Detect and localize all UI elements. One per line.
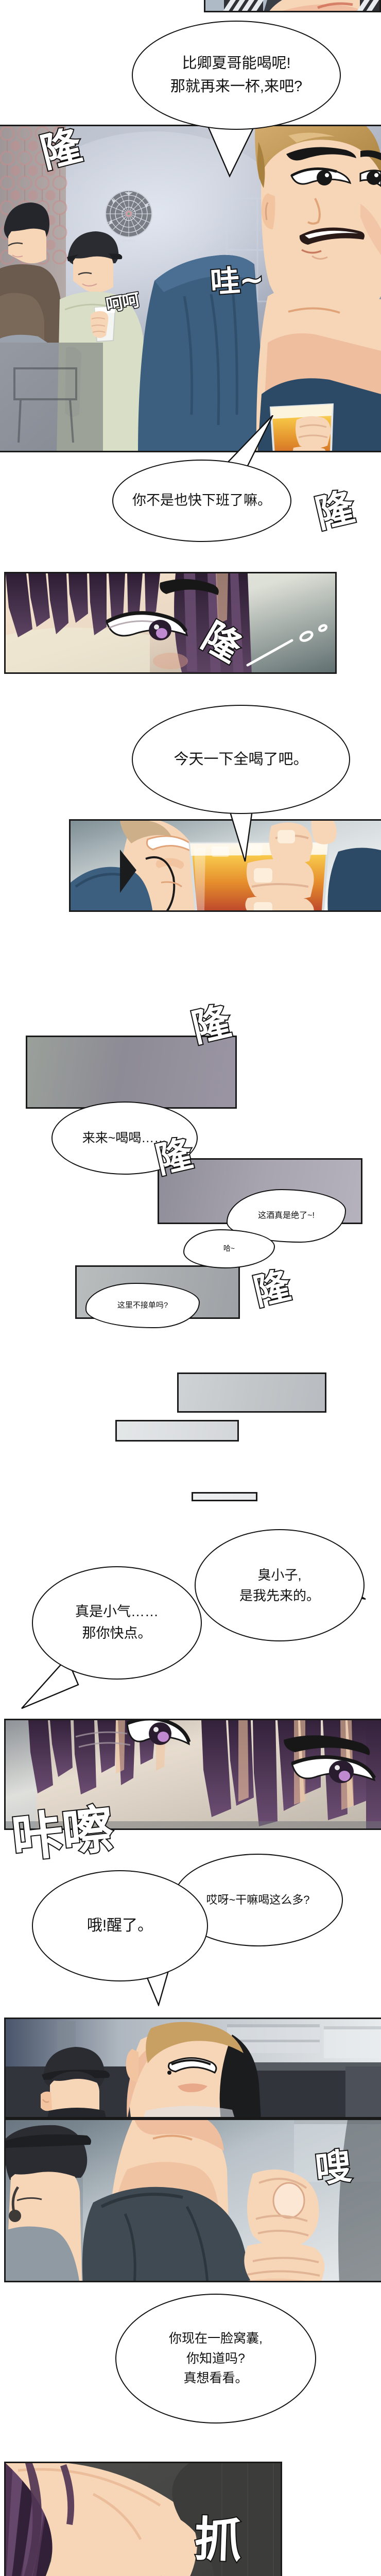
bubble-line: 这里不接单吗? (117, 1301, 168, 1310)
bubble-line: 你现在一脸窝囊, (169, 2331, 263, 2346)
panel-chin-grab (4, 2462, 282, 2576)
bubble-oh-awake: 哦!醒了。 (32, 1870, 208, 1981)
bubble-line: 那你快点。 (82, 1625, 152, 1641)
panel-purple-eyes-glare (4, 1719, 381, 1830)
bubble-i-came-first: 臭小子, 是我先来的。 (195, 1529, 365, 1641)
bubble-line: 你不是也快下班了嘛。 (132, 493, 271, 509)
bubble-off-work: 你不是也快下班了嘛。 (112, 460, 291, 542)
bubble-pathetic-face: 你现在一脸窝囊, 你知道吗? 真想看看。 (115, 2294, 316, 2424)
bubble-line: 真是小气…… (75, 1604, 159, 1620)
bubble-drink-more: 比卿夏哥能喝呢! 那就再来一杯,来吧? (132, 21, 341, 130)
bubble-no-orders: 这里不接单吗? (85, 1283, 200, 1328)
bubble-line: 你知道吗? (186, 2351, 245, 2366)
bubble-line: 这酒真是绝了~! (258, 1211, 315, 1220)
bubble-line: 哈~ (223, 1244, 235, 1253)
svg-text:WINMAU: WINMAU (123, 240, 135, 243)
panel-bar-scene: WINMAU (0, 125, 381, 452)
bubble-ha: 哈~ (183, 1229, 275, 1268)
bubble-so-stingy: 真是小气…… 那你快点。 (32, 1566, 202, 1680)
bubble-line: 哎呀~干嘛喝这么多? (206, 1893, 310, 1906)
bubble-come-drink: 来来~喝喝…… (51, 1101, 198, 1175)
panel-gray-bar-f (192, 1492, 257, 1501)
bubble-line: 臭小子, (257, 1567, 302, 1583)
bubble-line: 今天一下全喝了吧。 (174, 751, 308, 768)
bubble-drink-all-today: 今天一下全喝了吧。 (132, 705, 350, 814)
sfx-grab: 抓 (193, 2511, 243, 2569)
panel-bar-counter-waking (4, 2018, 381, 2119)
sfx-rumble-6: 隆 (249, 1263, 295, 1314)
sfx-rumble-2: 隆 (310, 484, 359, 538)
panel-gray-bar-e (115, 1420, 239, 1442)
panel-purple-eye-closeup (4, 572, 337, 674)
bubble-line: 哦!醒了。 (86, 1917, 153, 1934)
bubble-line: 那就再来一杯,来吧? (170, 78, 303, 95)
panel-man-pointing (4, 2119, 381, 2282)
bubble-line: 比卿夏哥能喝呢! (182, 55, 291, 72)
panel-gray-bar-d (177, 1372, 326, 1413)
sfx-wow: 哇~ (208, 260, 265, 301)
bubble-line: 真想看看。 (183, 2371, 248, 2386)
bubble-line: 来来~喝喝…… (82, 1130, 167, 1145)
panel-arm-closeup-strip (204, 0, 381, 12)
panel-beer-glass (69, 819, 381, 912)
sfx-click: 咔嚓 (8, 1798, 116, 1870)
bubble-line: 是我先来的。 (239, 1588, 320, 1603)
sfx-whoosh: 嗖 (312, 2144, 353, 2192)
